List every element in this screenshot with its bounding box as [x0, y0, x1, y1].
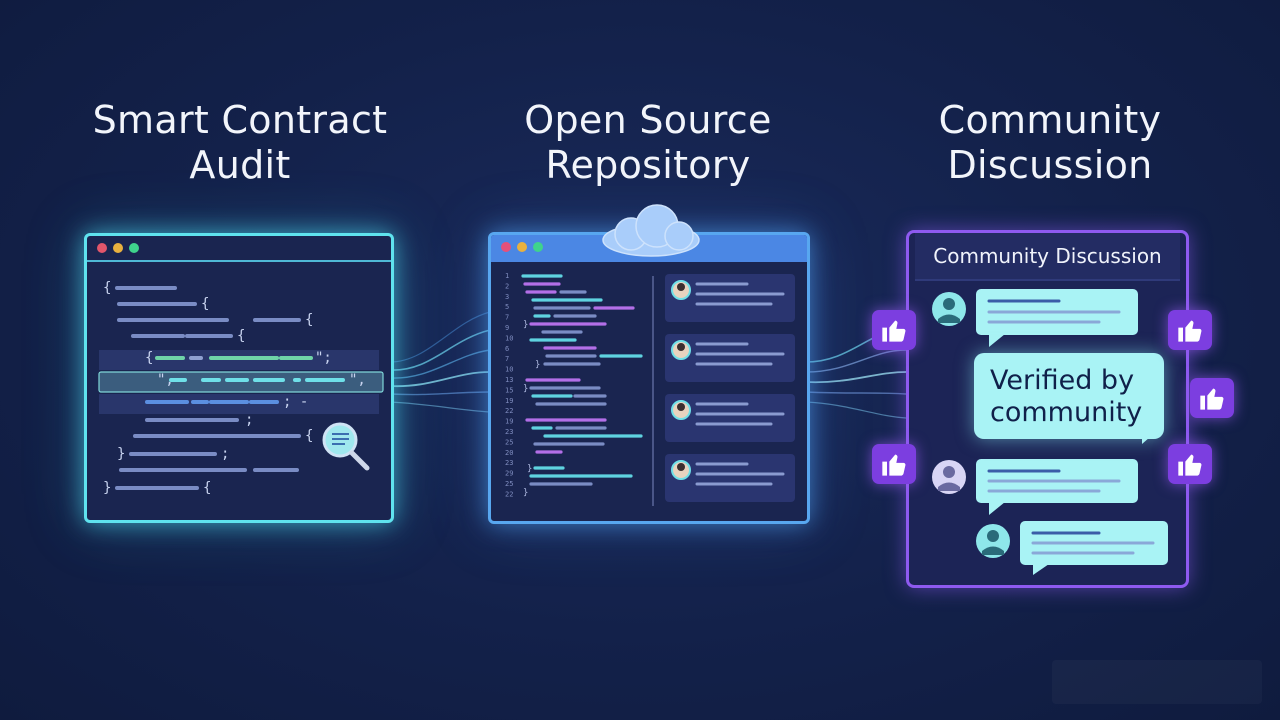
line-number: 9 — [505, 324, 509, 332]
window-close-dot — [501, 242, 511, 252]
commit-card — [665, 334, 795, 382]
cloud-icon — [602, 204, 700, 257]
line-number: 20 — [505, 449, 513, 457]
line-number: 2 — [505, 282, 509, 290]
svg-text:{: { — [201, 296, 209, 312]
commit-card — [665, 274, 795, 322]
svg-text:}: } — [117, 446, 125, 462]
commit-list — [665, 274, 795, 502]
window-minimize-dot — [517, 242, 527, 252]
line-number: 5 — [505, 303, 509, 311]
heading-line: Repository — [545, 143, 751, 187]
line-number: 13 — [505, 376, 513, 384]
verified-label-line: community — [990, 397, 1143, 428]
line-number: 10 — [505, 366, 513, 374]
connector-audit-to-repo — [389, 311, 491, 413]
heading-line: Audit — [189, 143, 291, 187]
line-number: 25 — [505, 438, 513, 446]
heading-community-discussion: Community Discussion — [890, 98, 1210, 188]
thumbs-up-icon — [1190, 378, 1234, 418]
audit-code-lines: { { { { { "; ", ", ; - ; { } ; } { — [98, 280, 384, 496]
line-number: 23 — [505, 428, 513, 436]
community-discussion-panel: Community Discussion — [906, 230, 1189, 588]
verified-label-line: Verified by — [990, 365, 1135, 396]
heading-line: Discussion — [947, 143, 1153, 187]
window-titlebar — [87, 236, 391, 262]
thumbs-up-icon — [1168, 310, 1212, 350]
chat-message — [932, 289, 1138, 347]
line-number: 1 — [505, 272, 509, 280]
discussion-thread — [932, 289, 1168, 575]
line-number: 25 — [505, 480, 513, 488]
svg-text:;: ; — [245, 412, 253, 428]
line-number: 10 — [505, 334, 513, 342]
svg-text:}: } — [535, 360, 540, 370]
window-minimize-dot — [113, 243, 123, 253]
thumbs-up-icon — [872, 310, 916, 350]
window-maximize-dot — [533, 242, 543, 252]
verified-by-community-bubble: Verified by community — [974, 353, 1164, 439]
line-number: 19 — [505, 397, 513, 405]
heading-line: Community — [938, 98, 1162, 142]
verified-bubble-tail — [1142, 430, 1158, 444]
svg-text:}: } — [527, 464, 532, 474]
line-number: 29 — [505, 470, 513, 478]
line-number: 19 — [505, 418, 513, 426]
svg-text:{: { — [103, 280, 111, 296]
thumbs-up-icon — [1168, 444, 1212, 484]
svg-text:; -: ; - — [283, 394, 308, 410]
heading-open-source-repository: Open Source Repository — [488, 98, 808, 188]
thumbs-up-icon — [872, 444, 916, 484]
line-number: 23 — [505, 459, 513, 467]
commit-card — [665, 394, 795, 442]
commit-card — [665, 454, 795, 502]
line-number: 3 — [505, 293, 509, 301]
line-number: 7 — [505, 355, 509, 363]
heading-line: Smart Contract — [92, 98, 388, 142]
chat-message — [976, 521, 1168, 575]
line-number: 6 — [505, 345, 509, 353]
heading-line: Open Source — [524, 98, 772, 142]
line-number: 22 — [505, 407, 513, 415]
svg-text:",: ", — [349, 372, 366, 388]
repo-code-lines — [521, 274, 643, 486]
audit-code-window: { { { { { "; ", ", ; - ; { } ; } { — [84, 233, 394, 523]
line-number: 22 — [505, 490, 513, 498]
window-maximize-dot — [129, 243, 139, 253]
svg-text:{: { — [203, 480, 211, 496]
line-number: 15 — [505, 386, 513, 394]
svg-text:";: "; — [315, 350, 332, 366]
svg-text:}: } — [523, 488, 528, 498]
chat-message — [932, 459, 1138, 515]
line-number: 7 — [505, 314, 509, 322]
svg-text:}: } — [523, 384, 528, 394]
magnifier-icon — [322, 422, 370, 471]
svg-text:{: { — [305, 312, 313, 328]
svg-text:{: { — [305, 428, 313, 444]
heading-smart-contract-audit: Smart Contract Audit — [80, 98, 400, 188]
svg-text:;: ; — [221, 446, 229, 462]
community-panel-header: Community Discussion — [915, 233, 1180, 281]
svg-text:}: } — [103, 480, 111, 496]
window-close-dot — [97, 243, 107, 253]
svg-text:{: { — [145, 350, 153, 366]
svg-text:}: } — [523, 320, 528, 330]
svg-text:",: ", — [157, 372, 174, 388]
svg-text:{: { — [237, 328, 245, 344]
watermark — [1052, 660, 1262, 704]
